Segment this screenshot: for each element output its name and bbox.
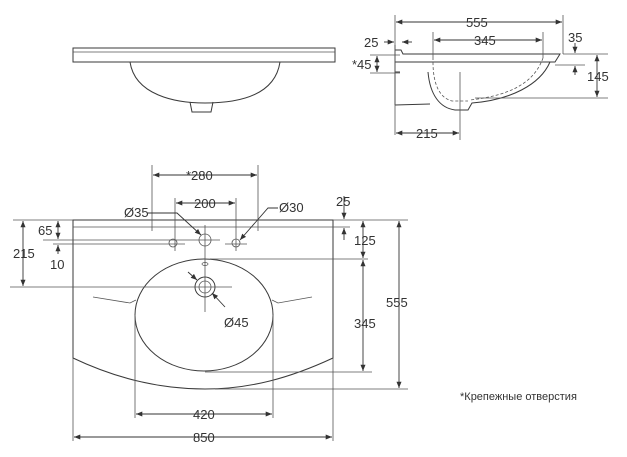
side-rim-height-label: 35	[568, 30, 582, 45]
side-drain-offset-label: 215	[416, 126, 438, 141]
bowl-length-label: 345	[354, 316, 376, 331]
hole-row-label: 65	[38, 223, 52, 238]
side-bowl-depth-label: 345	[474, 33, 496, 48]
side-hole-diameter-label: Ø30	[279, 200, 304, 215]
side-mount-height-label: *45	[352, 57, 372, 72]
side-view: 555 25 345 35 *45 145 215	[352, 15, 609, 141]
side-depth-label: 555	[466, 15, 488, 30]
bowl-from-back-label: 125	[354, 233, 376, 248]
side-total-height-label: 145	[587, 69, 609, 84]
overall-depth-label: 555	[386, 295, 408, 310]
plan-view: *280 200 Ø35 Ø30 Ø45 25 65 10 215 125 34…	[10, 165, 408, 445]
mounting-holes-note: *Крепежные отверстия	[460, 391, 577, 403]
drain-diameter-label: Ø45	[224, 315, 249, 330]
hole-offset-label: 10	[50, 257, 64, 272]
overall-width-label: 850	[193, 430, 215, 445]
back-edge-label: 25	[336, 194, 350, 209]
tap-hole-diameter-label: Ø35	[124, 205, 149, 220]
mount-holes-spacing-label: *280	[186, 168, 213, 183]
drain-from-back-label: 215	[13, 246, 35, 261]
tap-holes-spacing-label: 200	[194, 196, 216, 211]
bowl-width-label: 420	[193, 407, 215, 422]
front-elevation	[72, 47, 336, 113]
side-rim-offset-label: 25	[364, 35, 378, 50]
